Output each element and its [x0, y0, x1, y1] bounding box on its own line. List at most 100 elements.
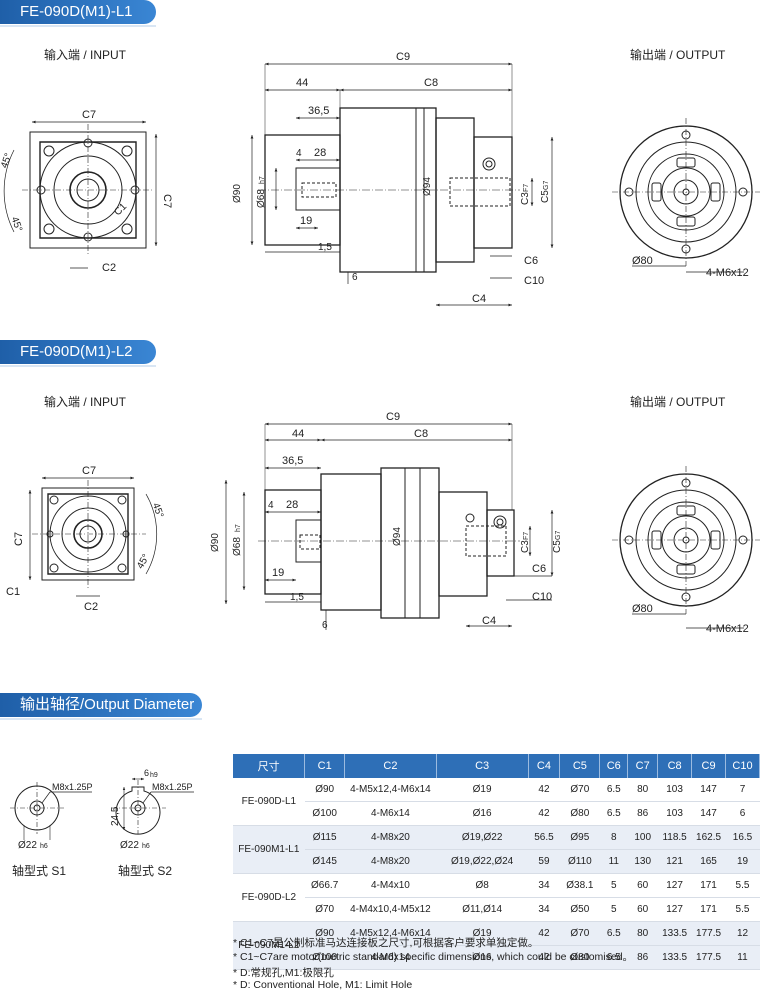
dim-c1-l2: C1	[6, 586, 20, 598]
table-cell: 56.5	[528, 825, 560, 850]
table-cell: Ø66.7	[304, 873, 345, 898]
table-cell: 100	[627, 825, 658, 850]
table-cell: Ø80	[559, 945, 600, 970]
angle-45-l2-b: 45°	[135, 552, 152, 571]
table-cell: Ø19,Ø22,Ø24	[436, 849, 528, 874]
dim-c3-l1: C3	[520, 192, 531, 205]
l1-side-view	[250, 62, 554, 307]
dim-c7-l2-side: C7	[13, 532, 25, 546]
table-cell: 60	[627, 897, 658, 922]
output-view-label: 输出端 / OUTPUT	[630, 48, 726, 62]
l1-input-view	[3, 120, 158, 269]
model-cell: FE-090M1-L2	[233, 921, 305, 970]
table-header-cell: C2	[344, 754, 437, 778]
dim-44-l2: 44	[292, 428, 304, 440]
table-cell: Ø19,Ø22	[436, 825, 528, 850]
dim-dia94-l2: Ø94	[392, 527, 403, 546]
dim-dia90-l1: Ø90	[232, 184, 243, 203]
angle-45-l1-a: 45°	[0, 152, 15, 170]
output-view-label-l2: 输出端 / OUTPUT	[630, 395, 726, 409]
dim-c4-l1: C4	[472, 293, 486, 305]
table-cell: Ø110	[559, 849, 600, 874]
angle-45-l2-a: 45°	[150, 502, 166, 520]
table-cell: Ø50	[559, 897, 600, 922]
l2-output-view	[612, 466, 760, 629]
dim-c8-l2: C8	[414, 428, 428, 440]
table-cell: Ø95	[559, 825, 600, 850]
table-cell: 42	[528, 945, 560, 970]
table-cell: 86	[627, 801, 658, 826]
table-cell: 127	[657, 897, 692, 922]
dim-c5-tol-l2: G7	[555, 531, 562, 540]
dim-c3-tol-l2: F7	[523, 532, 530, 540]
dim-c5-l2: C5	[552, 540, 563, 553]
dim-19-l1: 19	[300, 215, 312, 227]
table-cell: 133.5	[657, 921, 692, 946]
dim-44-l1: 44	[296, 77, 308, 89]
section-title-l1: FE-090D(M1)-L1	[0, 0, 156, 27]
table-cell: 5.5	[725, 873, 760, 898]
table-cell: 177.5	[691, 921, 726, 946]
dim-c8-l1: C8	[424, 77, 438, 89]
note-1: * C1~C7是公制标准马达连接板之尺寸,可根据客户要求单独定做。	[233, 937, 539, 949]
table-cell: 7	[725, 778, 760, 802]
shaft-s1-label: 轴型式 S1	[12, 864, 67, 878]
table-cell: 4-M6x14	[344, 801, 437, 826]
table-cell: 59	[528, 849, 560, 874]
dim-dia68-l2: Ø68	[232, 537, 243, 556]
table-cell: 16.5	[725, 825, 760, 850]
angle-45-l1-b: 45°	[8, 215, 24, 233]
dim-dia68-tol-l1: h7	[259, 176, 266, 184]
dim-c6-l2: C6	[532, 563, 546, 575]
table-cell: 6.5	[599, 921, 628, 946]
table-cell: 5	[599, 873, 628, 898]
dim-4-l2: 4	[268, 500, 274, 511]
input-view-label-l2: 输入端 / INPUT	[44, 395, 127, 409]
l1-output-view	[612, 118, 760, 273]
s1-dia22: Ø22	[18, 840, 37, 851]
dim-dia90-l2: Ø90	[210, 533, 221, 552]
table-cell: Ø70	[559, 778, 600, 802]
shaft-s2-label: 轴型式 S2	[118, 864, 173, 878]
dim-36-l1: 36,5	[308, 105, 329, 117]
model-cell: FE-090D-L2	[233, 873, 305, 922]
table-header-cell: C6	[599, 754, 629, 778]
dim-6-l1: 6	[352, 272, 358, 283]
dim-28-l2: 28	[286, 499, 298, 511]
holes-l2: 4-M6x12	[706, 623, 749, 635]
dim-c7-l2-top: C7	[82, 465, 96, 477]
dim-c1-l1: C1	[112, 201, 129, 218]
table-cell: 4-M8x20	[344, 849, 437, 874]
table-cell: Ø100	[304, 801, 345, 826]
note-2: * C1~C7are motor(metric standard) specif…	[233, 951, 634, 963]
table-cell: 4-M6x14	[344, 945, 437, 970]
table-cell: 11	[599, 849, 628, 874]
dim-c2-l2: C2	[84, 601, 98, 613]
s2-dia22-tol: h6	[142, 843, 150, 850]
dim-36-l2: 36,5	[282, 455, 303, 467]
table-cell: Ø145	[304, 849, 345, 874]
table-cell: Ø8	[436, 873, 528, 898]
table-cell: 42	[528, 801, 560, 826]
table-header-cell: C3	[436, 754, 529, 778]
table-header-cell: C8	[657, 754, 693, 778]
table-cell: 4-M8x20	[344, 825, 437, 850]
table-cell: 6.5	[599, 945, 628, 970]
table-cell: Ø70	[304, 897, 345, 922]
table-cell: 11	[725, 945, 760, 970]
table-cell: 171	[691, 873, 726, 898]
shaft-s1	[10, 782, 92, 840]
table-cell: 162.5	[691, 825, 726, 850]
section-title-l2: FE-090D(M1)-L2	[0, 340, 156, 367]
model-cell: FE-090D-L1	[233, 778, 305, 826]
table-cell: 4-M5x12,4-M6x14	[344, 921, 437, 946]
table-cell: 133.5	[657, 945, 692, 970]
table-header-cell: C9	[691, 754, 726, 778]
table-cell: 60	[627, 873, 658, 898]
